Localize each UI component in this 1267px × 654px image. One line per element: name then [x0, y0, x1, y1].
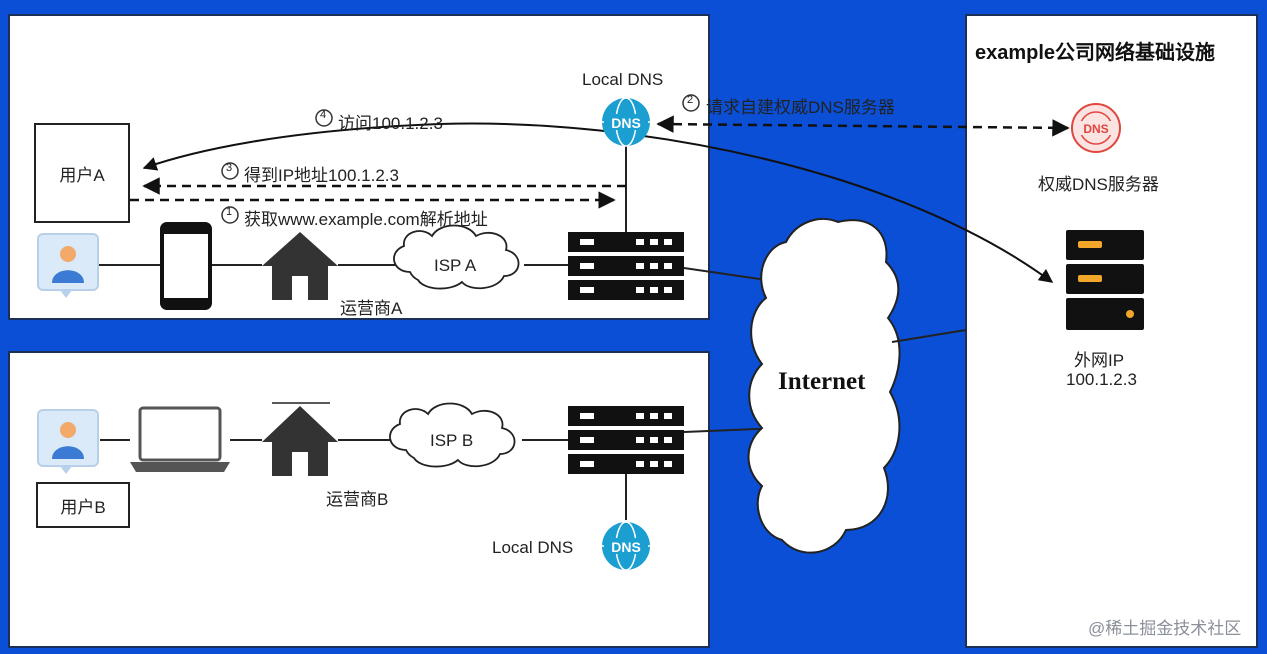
step2-number: 2 — [687, 94, 694, 106]
step4-number: 4 — [320, 109, 327, 121]
isp-b-cloud-label: ISP B — [430, 431, 474, 450]
internet-links — [891, 329, 967, 343]
svg-text:DNS: DNS — [611, 539, 641, 555]
user-b-avatar-icon — [37, 409, 99, 474]
smartphone-icon — [160, 222, 212, 310]
isp-a-cloud-label: ISP A — [434, 256, 477, 275]
step2-text: 请求自建权威DNS服务器 — [706, 98, 895, 117]
web-server-label-line1: 外网IP — [1074, 351, 1125, 370]
internet-cloud — [747, 217, 901, 554]
authoritative-dns-icon: DNS — [1071, 103, 1121, 153]
watermark: @稀土掘金技术社区 — [1088, 619, 1242, 638]
isp-b-dns-server-icon — [568, 406, 684, 474]
laptop-icon — [130, 406, 230, 472]
company-title: example公司网络基础设施 — [975, 42, 1216, 64]
user-a-avatar-icon — [37, 233, 99, 298]
step4-text: 访问100.1.2.3 — [338, 114, 443, 133]
isp-b-label: 运营商B — [326, 490, 389, 509]
svg-text:DNS: DNS — [1083, 122, 1108, 136]
isp-a-dns-server-icon — [568, 232, 684, 300]
step1-number: 1 — [226, 206, 233, 218]
step3-text: 得到IP地址100.1.2.3 — [244, 166, 399, 185]
step1-text: 获取www.example.com解析地址 — [244, 210, 488, 229]
local-dns-b-label: Local DNS — [492, 538, 574, 557]
web-server-label-line2: 100.1.2.3 — [1066, 370, 1137, 389]
user-b-box: 用户B — [36, 482, 130, 528]
step3-number: 3 — [226, 162, 233, 174]
authoritative-dns-label: 权威DNS服务器 — [1038, 175, 1159, 194]
local-dns-a-label: Local DNS — [582, 70, 664, 89]
isp-b-cloud — [389, 402, 516, 468]
local-dns-a-icon: DNS — [602, 97, 650, 147]
step4-arrow — [142, 122, 1054, 283]
step2-arrow — [656, 115, 1070, 137]
isp-a-building-icon — [262, 232, 338, 300]
isp-b-building-icon — [262, 406, 338, 476]
web-server-icon — [1066, 230, 1144, 330]
svg-text:DNS: DNS — [611, 115, 641, 131]
isp-a-label: 运营商A — [340, 299, 403, 318]
user-a-box: 用户A — [34, 123, 130, 223]
user-a-label: 用户A — [59, 165, 105, 185]
local-dns-b-icon: DNS — [602, 521, 650, 571]
isp-a-cloud — [393, 224, 520, 290]
internet-label: Internet — [778, 368, 866, 395]
user-b-connections — [100, 402, 781, 520]
flow-arrows — [130, 115, 1070, 283]
user-b-label: 用户B — [60, 497, 106, 517]
step-markers — [221, 94, 700, 224]
